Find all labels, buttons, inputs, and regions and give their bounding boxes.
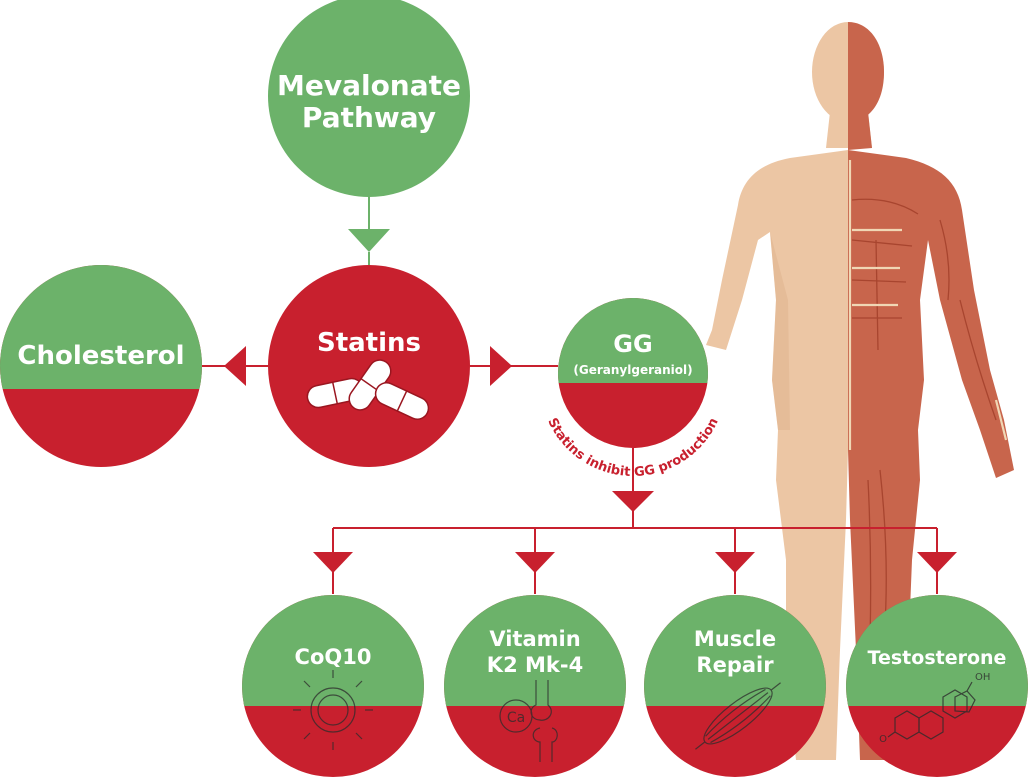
arrow-down-red bbox=[917, 552, 957, 573]
arrow-left-red bbox=[224, 346, 246, 386]
muscle-label-line2: Repair bbox=[696, 653, 774, 677]
steroid-molecule-icon: O OH bbox=[879, 672, 990, 745]
connectors bbox=[202, 197, 957, 594]
pill-capsules-icon bbox=[306, 359, 430, 420]
arrow-down-red bbox=[612, 491, 654, 512]
mevalonate-label-line2: Pathway bbox=[302, 101, 436, 134]
cholesterol-node: Cholesterol bbox=[0, 265, 202, 467]
coq10-node: CoQ10 bbox=[242, 595, 424, 777]
arrow-right-red bbox=[490, 346, 512, 386]
mevalonate-pathway-node: Mevalonate Pathway bbox=[268, 0, 470, 197]
muscle-fiber-icon bbox=[695, 682, 781, 750]
gg-label: GG bbox=[613, 330, 652, 358]
cholesterol-label: Cholesterol bbox=[17, 341, 184, 371]
statins-label: Statins bbox=[317, 328, 421, 358]
human-anatomy-figure bbox=[706, 22, 1014, 760]
coq10-label: CoQ10 bbox=[295, 645, 372, 669]
vitamin-k2-node: Vitamin K2 Mk-4 Ca bbox=[444, 595, 626, 777]
arrow-down-red bbox=[515, 552, 555, 573]
muscle-repair-node: Muscle Repair bbox=[644, 595, 826, 777]
oxo-label: O bbox=[879, 734, 887, 745]
bone-joint-icon: Ca bbox=[499, 680, 558, 762]
muscle-label-line1: Muscle bbox=[694, 627, 776, 651]
vitamin-label-line1: Vitamin bbox=[489, 627, 580, 651]
arrow-down-red bbox=[313, 552, 353, 573]
testosterone-label: Testosterone bbox=[868, 647, 1007, 669]
arrow-down-green bbox=[348, 229, 390, 252]
testosterone-node: Testosterone O OH bbox=[846, 595, 1028, 777]
muscle-half bbox=[848, 22, 1014, 760]
calcium-label: Ca bbox=[507, 710, 525, 726]
sun-icon bbox=[293, 670, 373, 750]
arrow-down-red bbox=[715, 552, 755, 573]
mevalonate-label-line1: Mevalonate bbox=[277, 69, 461, 102]
statins-node: Statins bbox=[268, 265, 470, 467]
vitamin-label-line2: K2 Mk-4 bbox=[487, 653, 583, 677]
hydroxyl-label: OH bbox=[975, 672, 990, 683]
gg-sublabel: (Geranylgeraniol) bbox=[573, 363, 692, 377]
